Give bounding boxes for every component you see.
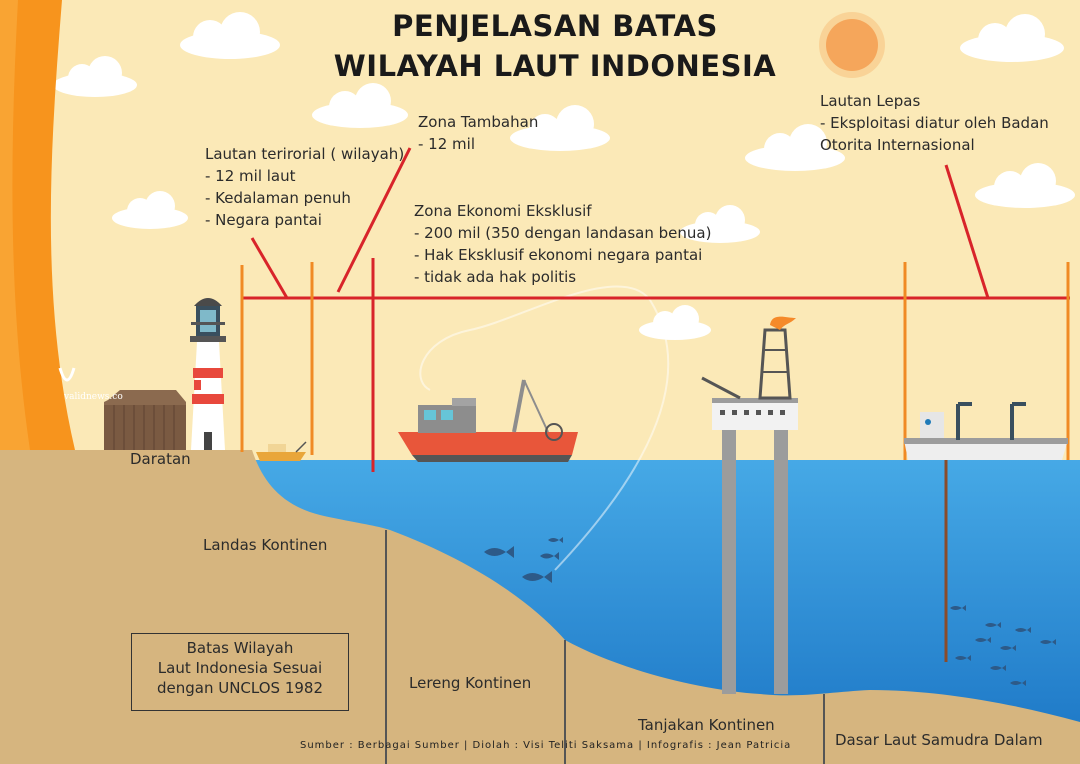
- title-line-2: WILAYAH LAUT INDONESIA: [333, 49, 777, 83]
- small-boat: [256, 441, 307, 461]
- additional-zone-note: Zona Tambahan - 12 mil: [418, 113, 539, 153]
- boundary-lines: [240, 147, 1070, 662]
- continental-slope-label: Lereng Kontinen: [409, 674, 532, 692]
- eez-note: Zona Ekonomi Eksklusif - 200 mil (350 de…: [414, 202, 712, 286]
- unclos-box: Batas Wilayah Laut Indonesia Sesuai deng…: [131, 633, 349, 711]
- cloud: [639, 305, 711, 340]
- continental-shelf-label: Landas Kontinen: [203, 536, 328, 554]
- cloud: [680, 205, 760, 243]
- unclos-box-line-2: Laut Indonesia Sesuai: [157, 659, 323, 677]
- territorial-sea-note: Lautan terirorial ( wilayah) - 12 mil la…: [205, 145, 405, 229]
- oil-rig: [701, 316, 798, 694]
- validnews-logo-mark: [58, 367, 76, 382]
- cloud: [312, 83, 408, 128]
- fish-school-right: [950, 605, 1056, 686]
- swoosh-decoration: [419, 285, 670, 571]
- abyssal-plain-label: Dasar Laut Samudra Dalam: [835, 731, 1043, 749]
- continental-rise-label: Tanjakan Kontinen: [638, 716, 775, 734]
- cargo-ship: [904, 402, 1068, 460]
- fishing-boat: [398, 379, 578, 462]
- land-label: Daratan: [130, 450, 191, 468]
- source-credit: Sumber : Berbagai Sumber | Diolah : Visi…: [300, 740, 792, 751]
- cloud: [745, 124, 845, 171]
- fish-school-left: [484, 537, 563, 583]
- watermark: validnews.co: [64, 392, 123, 402]
- cloud: [112, 191, 188, 229]
- unclos-box-line-3: dengan UNCLOS 1982: [156, 679, 323, 697]
- clouds: [53, 12, 1075, 340]
- left-arc-decoration: [0, 0, 75, 450]
- cloud: [975, 163, 1075, 208]
- lighthouse: [190, 298, 226, 450]
- seabed-dividers: [385, 530, 825, 764]
- cloud: [960, 14, 1064, 62]
- cloud: [53, 56, 137, 97]
- left-arc-highlight: [0, 0, 30, 450]
- cloud: [510, 105, 610, 151]
- high-seas-note: Lautan Lepas - Eksploitasi diatur oleh B…: [820, 92, 1049, 154]
- seabed: [0, 450, 1080, 764]
- unclos-box-line-1: Batas Wilayah: [186, 639, 294, 657]
- sun: [819, 12, 885, 78]
- title-line-1: PENJELASAN BATAS: [392, 9, 718, 43]
- house: [104, 390, 186, 450]
- cloud: [180, 12, 280, 59]
- page-title: PENJELASAN BATAS WILAYAH LAUT INDONESIA: [300, 6, 810, 86]
